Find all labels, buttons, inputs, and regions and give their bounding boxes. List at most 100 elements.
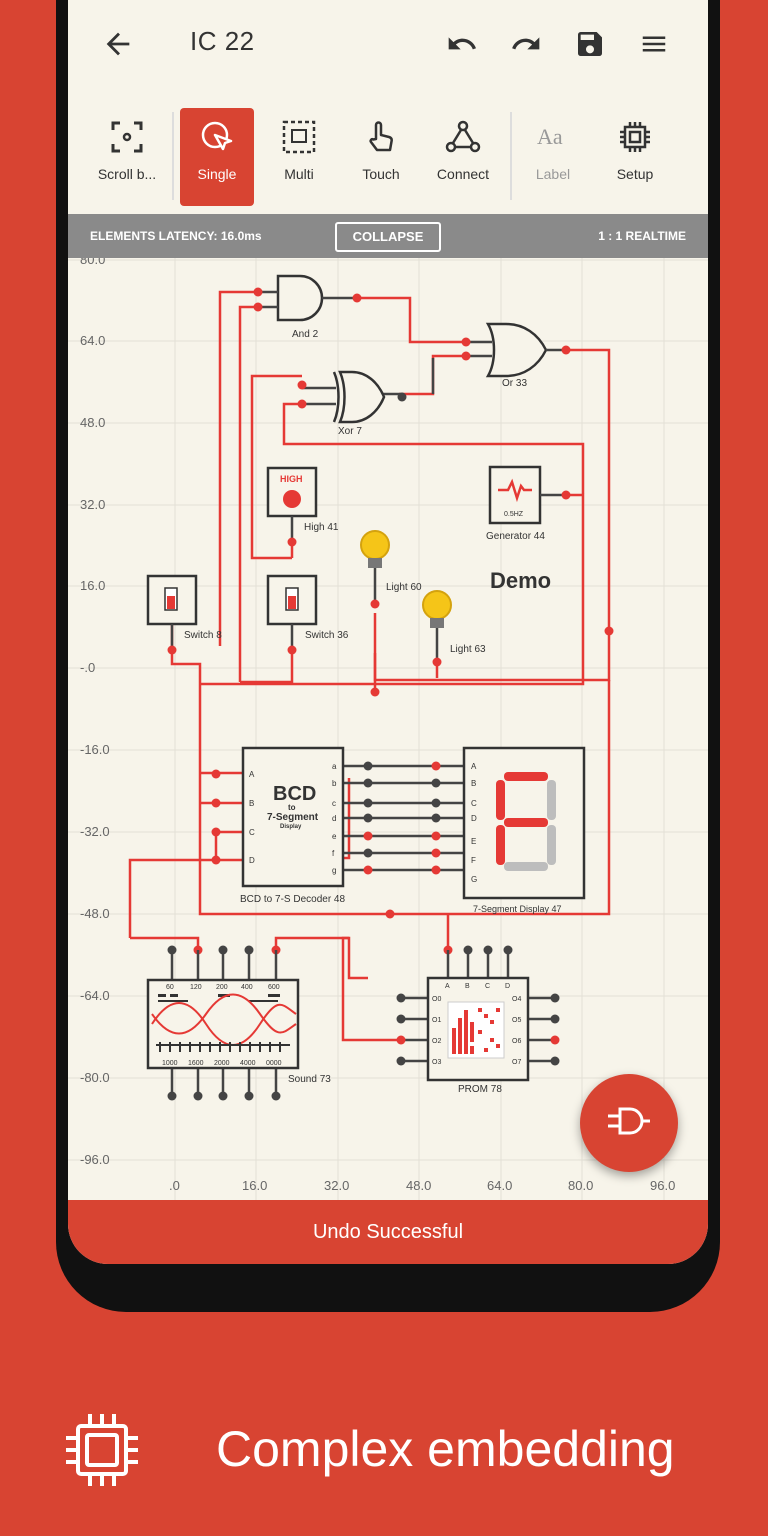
undo-icon[interactable] (442, 24, 482, 64)
svg-text:Aa: Aa (537, 124, 563, 149)
tool-touch[interactable]: Touch (344, 108, 418, 206)
bcd-decoder[interactable]: BCD to 7-Segment Display A B C D a b c d… (240, 746, 441, 905)
and-gate[interactable]: And 2 (253, 274, 362, 340)
prom-in: B (465, 983, 470, 990)
menu-icon[interactable] (634, 24, 674, 64)
bcd-out: c (332, 799, 336, 808)
prom-block[interactable]: A B C D O0 O1 O2 O3 O4 O5 O6 O7 (396, 945, 560, 1096)
prom-out: O6 (512, 1038, 521, 1045)
seg-in: B (471, 779, 476, 788)
toolbar-divider (510, 112, 512, 200)
switch-label: Switch 36 (305, 630, 349, 641)
seg-in: F (471, 856, 476, 865)
arrow-back-icon[interactable] (98, 24, 138, 64)
collapse-button[interactable]: COLLAPSE (335, 222, 441, 252)
generator-label: Generator 44 (486, 531, 545, 542)
high-source[interactable]: HIGH High 41 (266, 466, 339, 547)
segment-digit (496, 772, 556, 871)
sound-bottom: 1000 (162, 1060, 178, 1067)
light-label: Light 60 (386, 582, 422, 593)
add-gate-button[interactable] (580, 1074, 678, 1172)
light-label: Light 63 (450, 644, 486, 655)
add-gate-icon (606, 1105, 652, 1142)
single-select-icon (180, 108, 254, 166)
tool-single[interactable]: Single (180, 108, 254, 206)
sound-block[interactable]: 60 120 200 400 600 1000 1600 2000 4000 0… (146, 945, 331, 1101)
sound-bottom: 4000 (240, 1060, 256, 1067)
prom-out: O1 (432, 1017, 441, 1024)
tool-setup[interactable]: Setup (598, 108, 672, 206)
promo-caption: Complex embedding (216, 1421, 675, 1477)
prom-memory-grid (447, 1001, 505, 1059)
seg-in: D (471, 814, 477, 823)
tool-label-text: Label (535, 166, 571, 182)
x-tick: 80.0 (568, 1178, 593, 1193)
bcd-to: to (288, 803, 296, 812)
sound-top: 120 (190, 984, 202, 991)
light-60[interactable]: Light 60 (360, 530, 422, 609)
or-label: Or 33 (502, 378, 527, 389)
bcd-out: e (332, 832, 337, 841)
tool-label: Single (197, 166, 237, 182)
tool-scroll[interactable]: Scroll b... (90, 108, 164, 206)
high-text: HIGH (280, 474, 303, 484)
prom-out: O2 (432, 1038, 441, 1045)
prom-label: PROM 78 (458, 1084, 502, 1095)
sound-bottom: 1600 (188, 1060, 204, 1067)
tool-multi[interactable]: Multi (262, 108, 336, 206)
touch-icon (344, 108, 418, 166)
prom-in: D (505, 983, 510, 990)
sound-top: 400 (241, 984, 253, 991)
seven-segment-display[interactable]: A B C D E F G 7-Segment Disp (462, 746, 586, 914)
seg-in: E (471, 837, 476, 846)
tool-label: Setup (616, 166, 654, 182)
seg-in: C (471, 799, 477, 808)
latency-text: ELEMENTS LATENCY: 16.0ms (90, 229, 262, 243)
y-tick: 80.0 (80, 258, 105, 267)
prom-out: O3 (432, 1059, 441, 1066)
status-bar: ELEMENTS LATENCY: 16.0ms COLLAPSE 1 : 1 … (68, 214, 708, 258)
wire-junctions (193, 626, 614, 955)
multi-select-icon (262, 108, 336, 166)
prom-in: C (485, 983, 490, 990)
app-screen: IC 22 Scroll b... Single (68, 0, 708, 1264)
switch-8[interactable]: Switch 8 (146, 574, 222, 655)
circuit-canvas[interactable]: 80.0 64.0 48.0 32.0 16.0 -.0 -16.0 -32.0… (68, 258, 708, 1200)
scroll-icon (90, 108, 164, 166)
generator-text: 0.5HZ (504, 511, 524, 518)
y-tick: 64.0 (80, 333, 105, 348)
chip-icon (598, 108, 672, 166)
or-gate[interactable]: Or 33 (461, 322, 571, 389)
y-tick: 48.0 (80, 415, 105, 430)
switch-36[interactable]: Switch 36 (266, 574, 349, 655)
redo-icon[interactable] (506, 24, 546, 64)
connect-icon (426, 108, 500, 166)
seven-seg-label: 7-Segment Display 47 (473, 904, 562, 914)
bcd-out: d (332, 814, 336, 823)
save-icon[interactable] (570, 24, 610, 64)
snackbar: Undo Successful (68, 1200, 708, 1264)
y-tick: 32.0 (80, 497, 105, 512)
y-tick: -64.0 (80, 988, 110, 1003)
bcd-out: f (332, 849, 335, 858)
prom-out: O4 (512, 996, 521, 1003)
xor-gate[interactable]: Xor 7 (297, 370, 407, 437)
tool-connect[interactable]: Connect (426, 108, 500, 206)
x-tick: .0 (169, 1178, 180, 1193)
bcd-in: A (249, 770, 255, 779)
y-tick: -32.0 (80, 824, 110, 839)
y-tick: 16.0 (80, 578, 105, 593)
x-tick: 16.0 (242, 1178, 267, 1193)
chip-icon (62, 1410, 142, 1495)
bcd-display: Display (280, 824, 302, 830)
bcd-out: g (332, 866, 336, 875)
bcd-in: C (249, 828, 255, 837)
realtime-text: 1 : 1 REALTIME (598, 229, 686, 243)
bcd-sub: 7-Segment (267, 812, 319, 823)
prom-out: O0 (432, 996, 441, 1003)
generator[interactable]: 0.5HZ Generator 44 (486, 465, 571, 542)
tool-label[interactable]: Aa Label (516, 108, 590, 206)
light-63[interactable]: Light 63 (422, 590, 486, 667)
page-title: IC 22 (190, 26, 255, 56)
y-tick: -.0 (80, 660, 95, 675)
